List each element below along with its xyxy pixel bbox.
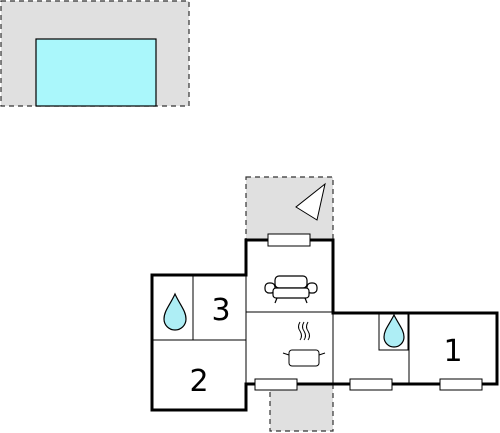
pool-area xyxy=(0,0,190,107)
window-kitchen xyxy=(254,378,298,391)
window-bath xyxy=(349,378,393,391)
cooking-pot-icon xyxy=(282,321,326,367)
room-label-3: 3 xyxy=(211,293,230,328)
sofa-icon xyxy=(264,275,318,304)
room-label-2: 2 xyxy=(189,364,208,399)
room-label-1: 1 xyxy=(443,334,462,369)
bathroom-drop-icon xyxy=(163,292,187,331)
window-north xyxy=(267,233,311,247)
terrace-south xyxy=(269,383,334,432)
compass-north-icon xyxy=(295,182,326,221)
bathroom-drop-icon xyxy=(383,313,405,348)
pool-icon xyxy=(35,38,157,107)
window-bed1 xyxy=(439,378,483,391)
shower-frame xyxy=(378,313,409,351)
